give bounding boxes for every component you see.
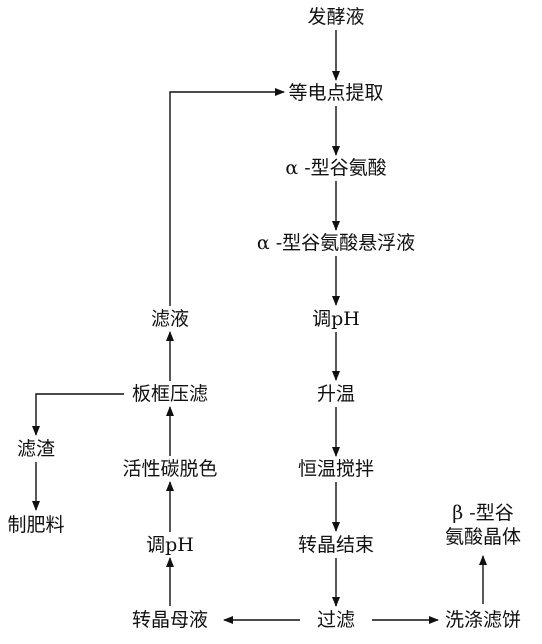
node-plate-frame-filter: 板框压滤 [131,383,209,405]
beta-crystal-line-1: β -型谷 [452,502,514,524]
node-transformation-end: 转晶结束 [297,534,375,556]
beta-crystal-line-2: 氨酸晶体 [444,526,522,548]
node-adjust-ph-main: 调pH [312,308,360,330]
node-fermentation-broth: 发酵液 [307,6,365,28]
node-filter-residue: 滤渣 [16,438,56,460]
arrow-filtrate-to-extraction [169,88,285,306]
node-heat-up: 升温 [316,383,356,405]
node-filtrate: 滤液 [150,308,190,330]
node-filtration: 过滤 [316,609,356,631]
node-alpha-glutamic-acid: α -型谷氨酸 [285,157,387,179]
node-adjust-ph-side: 调pH [146,534,194,556]
node-fertilizer: 制肥料 [7,514,65,536]
node-beta-crystal: β -型谷 氨酸晶体 [445,501,521,549]
arrow-filter-to-residue [32,393,124,436]
node-activated-carbon-decolor: 活性碳脱色 [122,458,218,480]
node-isoelectric-extraction: 等电点提取 [288,82,384,104]
node-constant-temp-stir: 恒温搅拌 [297,458,375,480]
node-alpha-suspension: α -型谷氨酸悬浮液 [256,232,416,254]
node-transformation-mother-liquor: 转晶母液 [131,609,209,631]
node-wash-filter-cake: 洗涤滤饼 [444,609,522,631]
